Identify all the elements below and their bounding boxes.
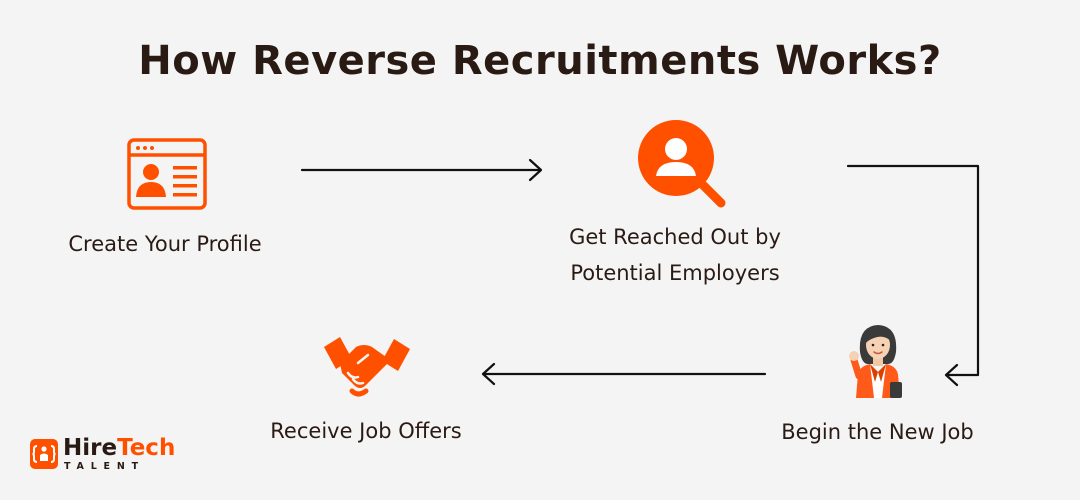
logo-subtitle: TALENT: [64, 461, 145, 472]
hiretech-talent-logo: HireTech TALENT: [30, 434, 180, 477]
step-reached-out-label-line2: Potential Employers: [570, 261, 780, 285]
search-person-icon: [636, 118, 728, 210]
logo-name: HireTech: [63, 434, 175, 462]
logo-name-part1: Hire: [63, 435, 118, 461]
logo-name-part2: Tech: [117, 435, 176, 461]
arrow-profile-to-reached: [300, 158, 543, 182]
arrow-reached-to-job: [846, 164, 980, 387]
step-reached-out-label-line1: Get Reached Out by: [569, 225, 781, 249]
arrow-job-to-offers: [481, 362, 767, 386]
step-create-profile-label: Create Your Profile: [68, 232, 262, 256]
step-begin-job-label: Begin the New Job: [781, 420, 974, 444]
profile-card-icon: [127, 138, 207, 210]
handshake-icon: [322, 333, 412, 401]
step-receive-offers-label: Receive Job Offers: [270, 419, 462, 443]
brackets-person-icon: [30, 439, 58, 469]
page-title: How Reverse Recruitments Works?: [138, 38, 942, 84]
businesswoman-icon: [846, 320, 910, 398]
